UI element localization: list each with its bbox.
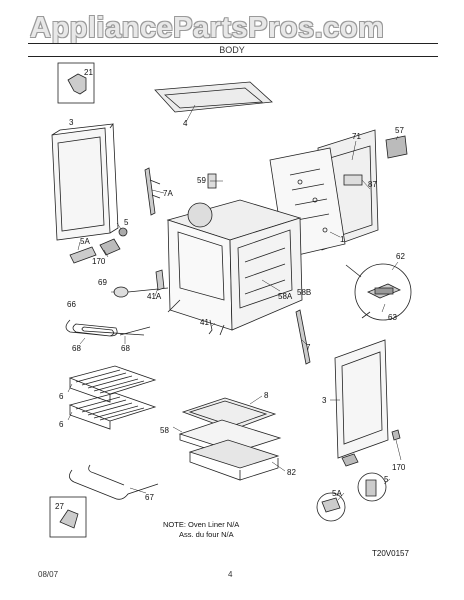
label-5A-right: 5A — [332, 489, 342, 498]
label-58: 58 — [160, 426, 169, 435]
part-66-broil-element — [65, 319, 151, 337]
label-5A-left: 5A — [80, 237, 90, 246]
label-1: 1 — [340, 235, 345, 244]
label-5-right: 5 — [384, 475, 389, 484]
label-6-bottom: 6 — [59, 420, 64, 429]
label-6-top: 6 — [59, 392, 64, 401]
label-3-right: 3 — [322, 396, 327, 405]
label-87: 87 — [368, 180, 377, 189]
label-3-top: 3 — [69, 118, 74, 127]
part-82-drawer-bottom — [188, 439, 280, 481]
part-57-label-plate — [385, 135, 408, 159]
label-170-right: 170 — [392, 463, 406, 472]
part-labels: 21 3 4 71 57 59 7A 87 1 5 5A 170 69 41A … — [55, 68, 406, 511]
header: AppliancePartsPros.com BODY — [0, 0, 464, 60]
header-rule-top — [28, 43, 438, 44]
part-5A-170-left — [69, 238, 121, 264]
label-62: 62 — [396, 252, 405, 261]
drawing-code: T20V0157 — [372, 549, 409, 558]
leader-lines — [67, 104, 402, 501]
part-41A-bracket — [155, 269, 165, 291]
label-59: 59 — [197, 176, 206, 185]
header-rule-bottom — [28, 56, 438, 57]
footer-page-number: 4 — [228, 570, 233, 579]
note-line-2: Ass. du four N/A — [179, 530, 234, 539]
part-5-screw-left — [118, 227, 128, 237]
part-7A-hinge — [144, 167, 161, 216]
label-71: 71 — [352, 132, 361, 141]
label-58A: 58A — [278, 292, 293, 301]
watermark: AppliancePartsPros.com — [30, 12, 385, 44]
part-21-box — [57, 62, 95, 104]
label-69: 69 — [98, 278, 107, 287]
label-27: 27 — [55, 502, 64, 511]
part-3-door-right — [334, 339, 389, 459]
part-3-door-left — [51, 123, 119, 241]
label-8: 8 — [264, 391, 269, 400]
label-58B: 58B — [297, 288, 311, 297]
oven-body-cabinet — [166, 199, 303, 336]
oven-liner-note: NOTE: Oven Liner N/A Ass. du four N/A — [163, 520, 239, 540]
label-68-right: 68 — [121, 344, 130, 353]
label-41: 41 — [200, 318, 209, 327]
label-63: 63 — [388, 313, 397, 322]
label-66: 66 — [67, 300, 76, 309]
label-7: 7 — [306, 343, 311, 352]
note-line-1: NOTE: Oven Liner N/A — [163, 520, 240, 529]
label-170-left: 170 — [92, 257, 106, 266]
label-5-left: 5 — [124, 218, 129, 227]
label-82: 82 — [287, 468, 296, 477]
part-67-bake-element — [69, 464, 159, 500]
footer-date: 08/07 — [38, 570, 59, 579]
label-68-left: 68 — [72, 344, 81, 353]
part-5A-detail-right — [316, 492, 346, 522]
part-4-top-panel — [154, 81, 273, 113]
label-4: 4 — [183, 119, 188, 128]
section-title: BODY — [219, 45, 245, 55]
label-67: 67 — [145, 493, 154, 502]
part-27-box — [49, 496, 87, 538]
part-6-rack-bottom — [68, 392, 157, 430]
label-41A: 41A — [147, 292, 162, 301]
part-170-5-right — [341, 429, 401, 502]
label-57: 57 — [395, 126, 404, 135]
part-41-clip — [208, 319, 213, 335]
label-7A: 7A — [163, 189, 173, 198]
part-7-hinge-right — [295, 309, 311, 365]
part-6-rack-top — [68, 365, 157, 403]
part-62-terminal-detail — [345, 263, 412, 321]
label-21: 21 — [84, 68, 93, 77]
